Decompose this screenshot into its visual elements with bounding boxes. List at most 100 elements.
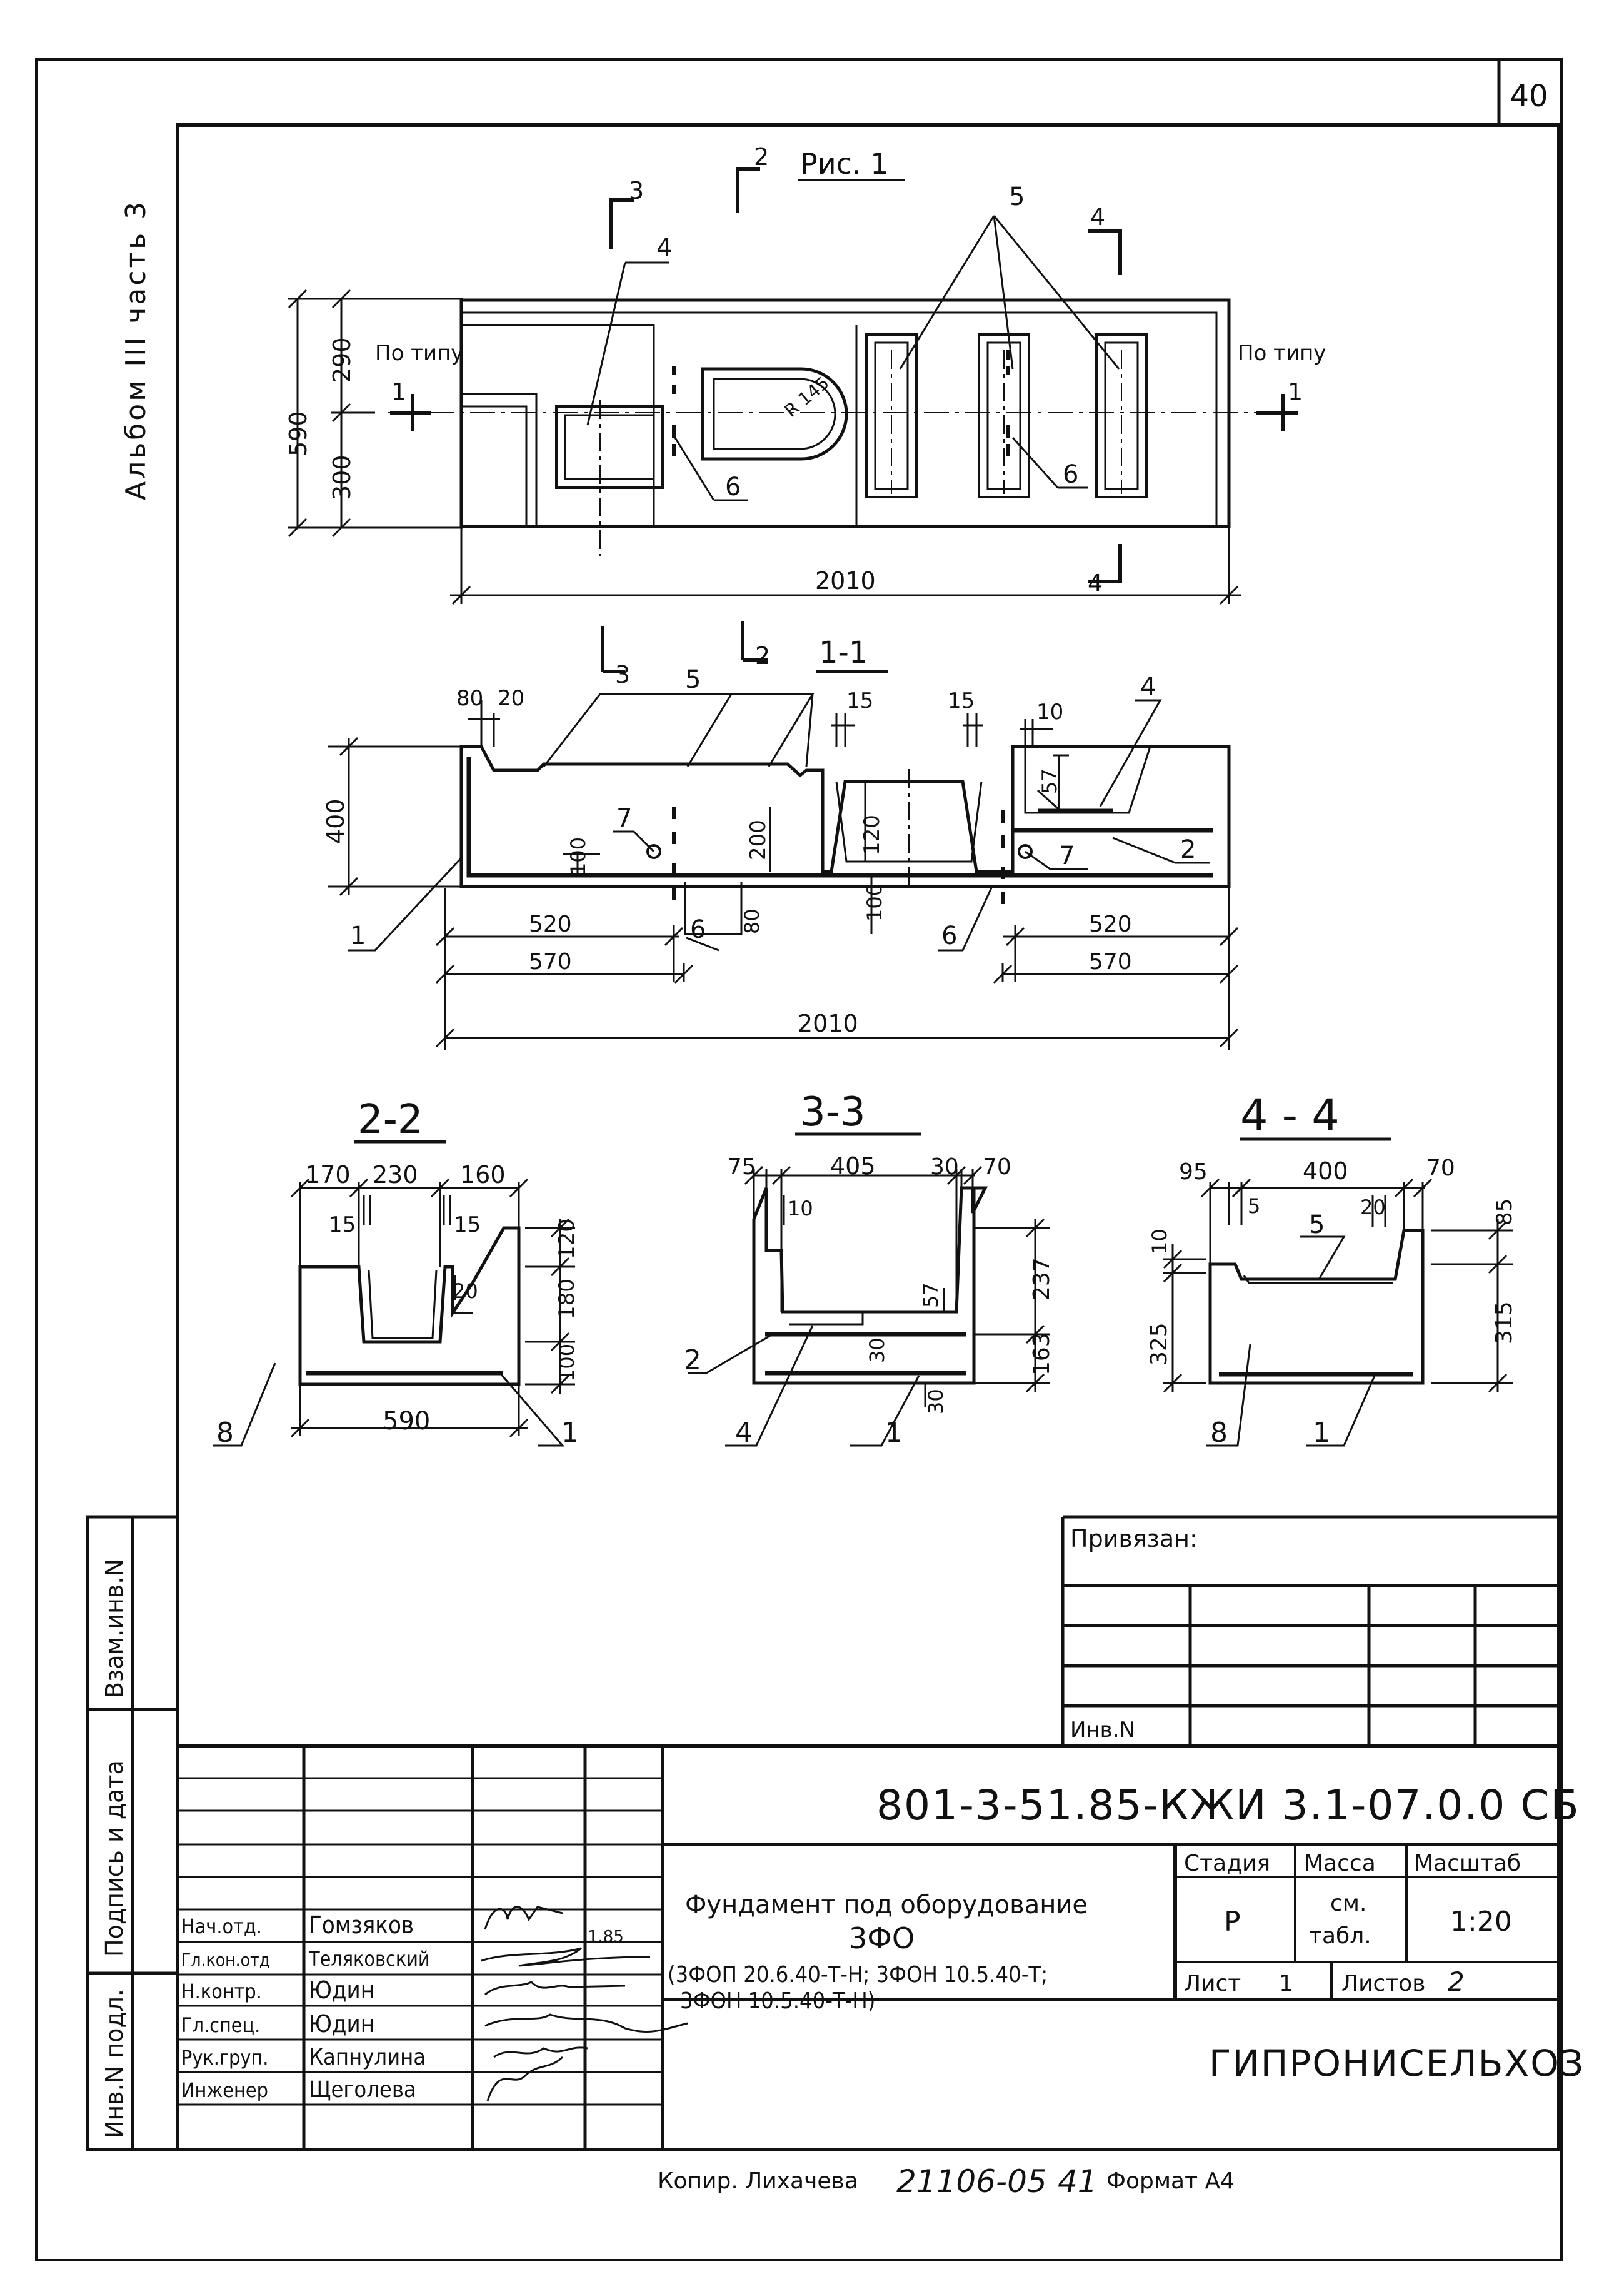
s44-dim-315: 315 (1491, 1301, 1517, 1344)
title-line-3: (3ФОП 20.6.40-Т-Н; 3ФОН 10.5.40-Т; (668, 1962, 1048, 1988)
footer-code: 21106-05 (896, 2163, 1047, 2200)
binding-inv-n: Инв.N (1070, 1718, 1135, 1743)
plan-cut-4-top: 4 (1090, 203, 1105, 231)
title-organization: ГИПРОНИСЕЛЬХОЗ (1209, 2042, 1585, 2085)
s33-dim-30b: 30 (865, 1337, 889, 1363)
s11-dim-100a: 100 (566, 837, 590, 875)
sign-date: 1.85 (588, 1928, 624, 1946)
figure-title: Рис. 1 (800, 147, 888, 181)
footer: Копир. Лихачева 21106-05 41 Формат А4 (658, 2163, 1235, 2200)
plan-callout-4: 4 (656, 234, 672, 263)
title-line-2: 3ФО (849, 1921, 915, 1955)
stamp-vzam-inv: Взам.инв.N (101, 1559, 128, 1698)
title-massa-value-1: см. (1330, 1891, 1366, 1916)
s22-callout-1: 1 (561, 1417, 579, 1449)
plan-dim-290: 290 (328, 337, 356, 383)
s44-callout-5: 5 (1309, 1210, 1325, 1239)
name-shchegoleva: Щеголева (309, 2077, 416, 2103)
name-yudin-2: Юдин (309, 2010, 374, 2038)
s11-title: 1-1 (819, 635, 868, 670)
s11-dim-2010: 2010 (798, 1010, 858, 1037)
name-kapnulina: Капнулина (309, 2045, 426, 2070)
name-column: Гомзяков Теляковский Юдин Юдин Капнулина… (308, 1911, 430, 2103)
title-line-1: Фундамент под оборудование (685, 1891, 1088, 1919)
plan-cut-3: 3 (629, 177, 644, 204)
role-n-kontr: Н.контр. (181, 1980, 262, 2003)
name-gomzyakov: Гомзяков (309, 1911, 414, 1939)
title-listov-value: 2 (1448, 1966, 1465, 1997)
title-list-value: 1 (1279, 1971, 1293, 1996)
s33-dim-57: 57 (919, 1282, 943, 1308)
s11-callout-7a: 7 (616, 804, 632, 833)
left-stamp (86, 1515, 179, 2151)
section-2-2: 2-2 170 230 160 15 15 20 120 180 100 590 (213, 1097, 579, 1449)
s33-dim-237: 237 (1029, 1257, 1055, 1300)
s11-dim-10: 10 (1036, 700, 1063, 725)
name-yudin-1: Юдин (309, 1976, 374, 2004)
role-inzhener: Инженер (181, 2078, 268, 2102)
section-3-3: 3-3 75 405 30 70 10 57 30 30 237 163 (684, 1089, 1055, 1449)
sheet-frame (35, 58, 1563, 2261)
s11-callout-2: 2 (1180, 835, 1196, 864)
plan-dim-590: 590 (284, 411, 312, 456)
s11-dim-15a: 15 (846, 688, 873, 713)
s22-dim-15b: 15 (454, 1212, 481, 1237)
signatures (481, 1906, 688, 2101)
s33-dim-30a: 30 (930, 1154, 959, 1180)
s11-dim-400: 400 (322, 798, 349, 844)
s44-dim-5: 5 (1248, 1194, 1260, 1218)
s22-dim-590: 590 (383, 1407, 430, 1436)
s33-dim-30c: 30 (924, 1389, 948, 1414)
s22-dim-180: 180 (554, 1279, 579, 1319)
footer-format: Формат А4 (1106, 2168, 1235, 2194)
s11-dim-520a: 520 (529, 912, 572, 937)
s44-dim-325: 325 (1146, 1322, 1172, 1366)
role-nach-otd: Нач.отд. (181, 1914, 262, 1938)
s44-dim-20: 20 (1360, 1195, 1386, 1219)
s44-title: 4 - 4 (1240, 1090, 1340, 1141)
plan-cut-1-left: 1 (391, 378, 406, 406)
title-masshtab-label: Масштаб (1414, 1851, 1521, 1876)
s33-dim-75: 75 (728, 1154, 756, 1180)
s44-dim-10: 10 (1148, 1229, 1171, 1254)
title-list-label: Лист (1184, 1971, 1241, 1996)
s11-callout-7b: 7 (1059, 842, 1075, 870)
side-caption: Альбом III часть 3 (120, 199, 152, 500)
binding-privyazan: Привязан: (1070, 1525, 1198, 1552)
s11-cut-2: 2 (755, 642, 770, 670)
s33-callout-4: 4 (735, 1417, 753, 1449)
stamp-podpis-data: Подпись и дата (101, 1760, 128, 1957)
binding-block (1061, 1515, 1559, 1748)
s22-callout-8: 8 (216, 1417, 234, 1449)
footer-kopir: Копир. Лихачева (658, 2168, 858, 2194)
plan-cut-4-bottom: 4 (1088, 570, 1103, 597)
s44-dim-95: 95 (1179, 1159, 1208, 1185)
s11-callout-5: 5 (685, 665, 701, 694)
name-telyakovskiy: Теляковский (308, 1947, 430, 1971)
title-doc-code: 801-3-51.85-КЖИ 3.1-07.0.0 СБ (876, 1781, 1580, 1829)
s44-dim-70: 70 (1426, 1155, 1455, 1181)
s11-dim-80: 80 (456, 686, 483, 711)
s11-callout-4: 4 (1140, 673, 1156, 702)
s44-dim-400: 400 (1303, 1157, 1348, 1185)
role-gl-kon-otd: Гл.кон.отд (181, 1949, 270, 1970)
role-gl-spec: Гл.спец. (181, 2013, 260, 2037)
s22-dim-100: 100 (555, 1344, 579, 1382)
plan-po-tipu-left: По типу (375, 341, 463, 366)
s33-callout-2: 2 (684, 1344, 701, 1376)
s11-callout-6b: 6 (941, 922, 957, 950)
s11-dim-80b: 80 (740, 908, 764, 934)
plan-po-tipu-right: По типу (1238, 341, 1326, 366)
s33-dim-163: 163 (1029, 1332, 1055, 1376)
title-masshtab-value: 1:20 (1450, 1906, 1512, 1938)
s11-dim-520b: 520 (1089, 912, 1132, 937)
role-column: Нач.отд. Гл.кон.отд Н.контр. Гл.спец. Ру… (181, 1914, 270, 2102)
section-4-4: 4 - 4 95 400 70 5 20 85 10 325 315 5 8 1 (1146, 1090, 1517, 1449)
title-block (178, 1744, 1559, 2150)
plan-dim-2010: 2010 (815, 567, 876, 595)
s11-dim-15b: 15 (948, 688, 975, 713)
s11-dim-570b: 570 (1089, 949, 1132, 975)
s11-callout-1: 1 (350, 922, 366, 950)
plan-cut-2: 2 (754, 143, 769, 171)
